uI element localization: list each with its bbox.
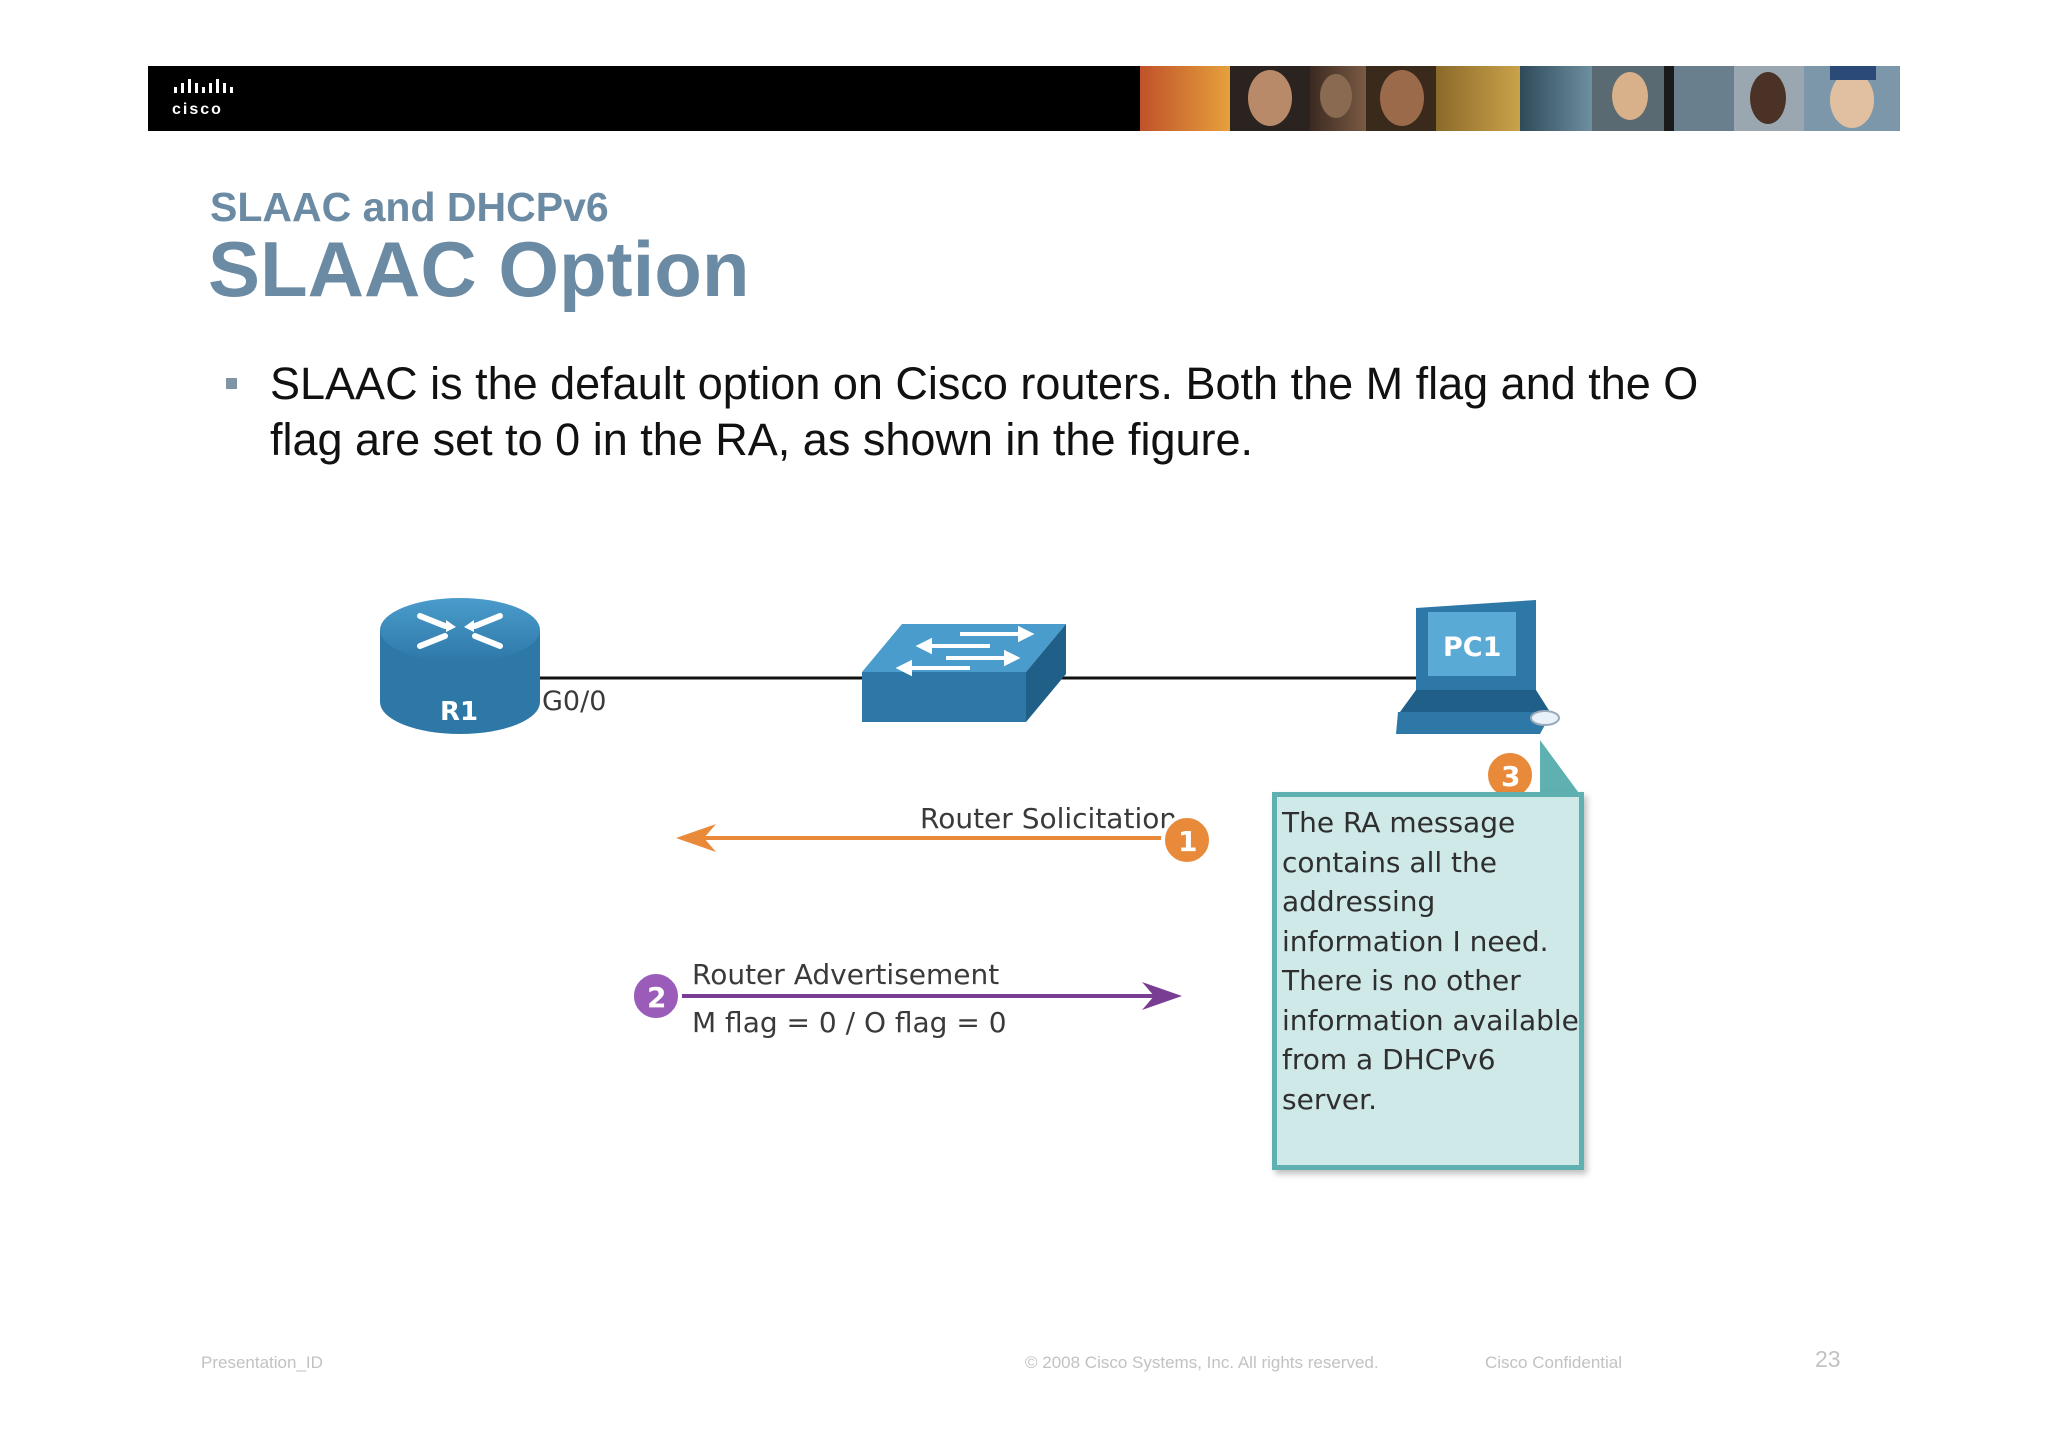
solicitation-arrowhead — [676, 824, 716, 852]
slide-title: SLAAC Option — [208, 225, 750, 313]
interface-label: G0/0 — [542, 686, 606, 717]
step2-flags: M flag = 0 / O flag = 0 — [692, 1006, 1007, 1039]
step1-number: 1 — [1178, 825, 1197, 858]
bullet-marker — [226, 378, 237, 389]
bullet-text: SLAAC is the default option on Cisco rou… — [270, 358, 1699, 465]
footer-confidential: Cisco Confidential — [1485, 1353, 1623, 1372]
step3-number: 3 — [1501, 760, 1520, 793]
photo-strip-image — [1140, 66, 1900, 131]
footer-copyright: © 2008 Cisco Systems, Inc. All rights re… — [1025, 1353, 1379, 1372]
step1-badge — [1161, 814, 1213, 866]
switch-icon — [862, 624, 1066, 722]
step1-label: Router Solicitation — [920, 802, 1177, 835]
advertisement-arrowhead — [1142, 982, 1182, 1010]
slide-subtitle: SLAAC and DHCPv6 — [210, 184, 609, 230]
pc-label: PC1 — [1443, 632, 1501, 663]
step2-badge — [630, 970, 682, 1022]
page-number: 23 — [1815, 1346, 1841, 1372]
cisco-bars-icon — [174, 79, 233, 93]
footer-presentation-id: Presentation_ID — [201, 1353, 323, 1372]
step2-label: Router Advertisement — [692, 958, 999, 991]
cisco-wordmark: cisco — [172, 101, 223, 118]
pc1-callout-box — [1272, 792, 1584, 1170]
step2-number: 2 — [647, 981, 666, 1014]
callout-pointer — [1540, 740, 1584, 800]
router-icon — [380, 598, 540, 734]
pc-icon — [1396, 600, 1560, 734]
pc1-callout-text: The RA message contains all the addressi… — [1282, 806, 1579, 1116]
router-label: R1 — [440, 697, 478, 727]
cisco-logo: cisco — [172, 79, 252, 118]
header-banner: cisco — [148, 66, 1900, 131]
